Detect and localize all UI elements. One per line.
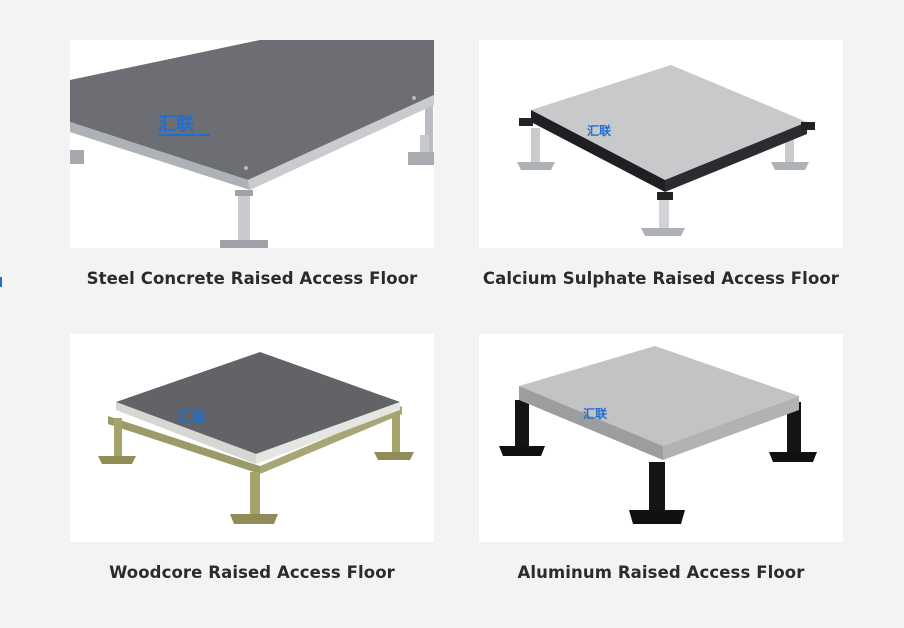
product-title[interactable]: Woodcore Raised Access Floor bbox=[109, 563, 395, 582]
product-card-woodcore[interactable]: 汇联 Woodcore Raised Access Floor bbox=[70, 334, 434, 628]
product-title[interactable]: Aluminum Raised Access Floor bbox=[517, 563, 805, 582]
product-title[interactable]: Calcium Sulphate Raised Access Floor bbox=[482, 269, 840, 288]
product-grid: 汇联 Steel Concrete Raised Access Floor bbox=[70, 40, 843, 628]
aluminum-floor-panel-image[interactable]: 汇联 bbox=[479, 334, 843, 542]
steel-concrete-floor-panel-image[interactable]: 汇联 bbox=[70, 40, 434, 248]
product-card-aluminum[interactable]: 汇联 Aluminum Raised Access Floor bbox=[479, 334, 843, 628]
brand-logo: 汇联 bbox=[178, 410, 207, 426]
product-card-calcium-sulphate[interactable]: 汇联 Calcium Sulphate Raised Access Floor bbox=[479, 40, 843, 334]
edge-indicator bbox=[0, 277, 2, 287]
brand-logo: 汇联 bbox=[587, 124, 611, 138]
calcium-sulphate-floor-panel-image[interactable]: 汇联 bbox=[479, 40, 843, 248]
woodcore-floor-panel-image[interactable]: 汇联 bbox=[70, 334, 434, 542]
brand-logo: 汇联 bbox=[583, 407, 607, 421]
product-title[interactable]: Steel Concrete Raised Access Floor bbox=[86, 269, 418, 288]
brand-logo: 汇联 bbox=[158, 114, 194, 135]
product-card-steel-concrete[interactable]: 汇联 Steel Concrete Raised Access Floor bbox=[70, 40, 434, 334]
